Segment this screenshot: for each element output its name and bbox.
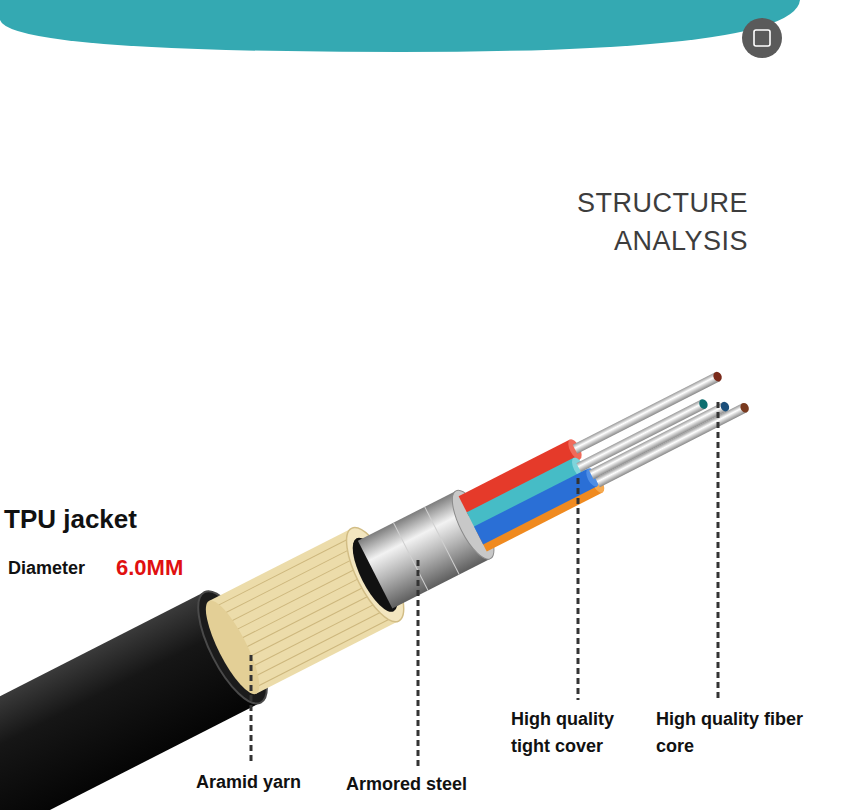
top-band (0, 0, 800, 52)
cable (0, 334, 768, 810)
part-label: High quality tight cover (511, 706, 653, 760)
part-label: Armored steel (346, 774, 467, 795)
dimension-name: Diameter (8, 558, 85, 579)
part-label: TPU jacket (4, 504, 137, 535)
dimension-value: 6.0MM (116, 555, 183, 581)
part-label: Aramid yarn (196, 772, 301, 793)
part-label: High quality fiber core (656, 706, 806, 760)
translate-icon (742, 18, 782, 58)
section-heading: STRUCTURE ANALYSIS (568, 184, 748, 260)
leader-lines (251, 402, 718, 768)
